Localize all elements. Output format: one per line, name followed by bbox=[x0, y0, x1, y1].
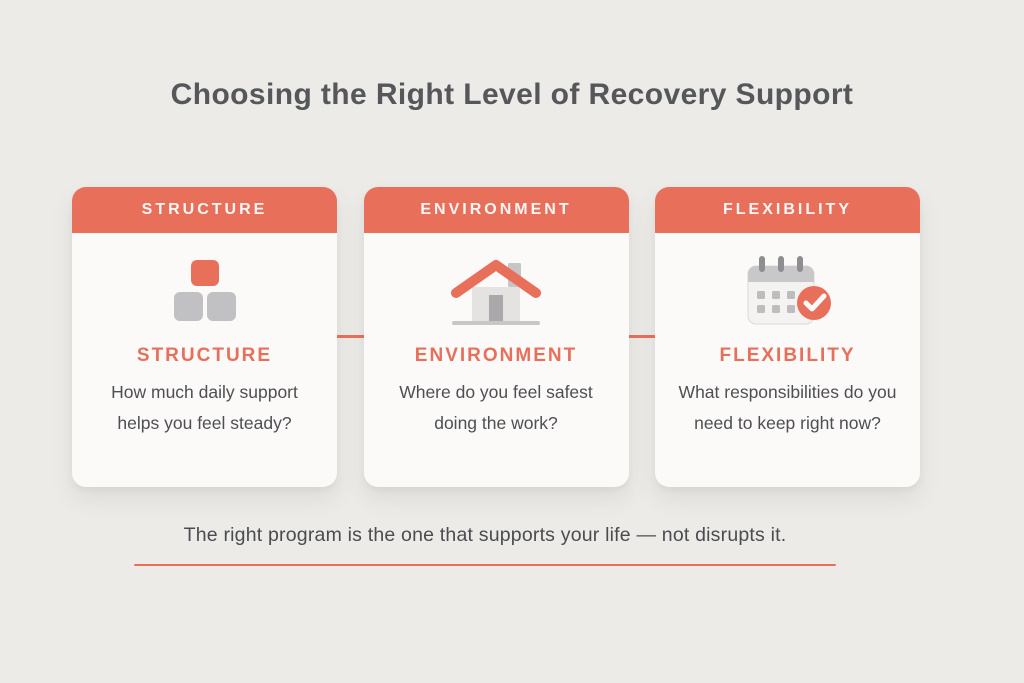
card-flexibility-header-label: FLEXIBILITY bbox=[723, 201, 852, 218]
card-structure-header: STRUCTURE bbox=[72, 187, 337, 233]
card-environment-header: ENVIRONMENT bbox=[363, 187, 629, 233]
house-icon bbox=[444, 247, 548, 337]
card-structure-header-label: STRUCTURE bbox=[141, 201, 268, 218]
card-structure: STRUCTURE STRUCTURE How much daily suppo… bbox=[72, 187, 337, 487]
tagline-text: The right program is the one that suppor… bbox=[183, 524, 787, 546]
card-structure-title: STRUCTURE bbox=[136, 345, 273, 366]
card-flexibility: FLEXIBILITY bbox=[655, 187, 920, 487]
card-flexibility-title: FLEXIBILITY bbox=[719, 345, 856, 366]
tagline-underline bbox=[134, 564, 836, 566]
card-flexibility-header: FLEXIBILITY bbox=[655, 187, 920, 233]
tagline-block: The right program is the one that suppor… bbox=[0, 524, 970, 566]
cards-row: STRUCTURE STRUCTURE How much daily suppo… bbox=[72, 187, 920, 487]
page-title: Choosing the Right Level of Recovery Sup… bbox=[170, 78, 854, 111]
blocks-icon bbox=[164, 247, 246, 337]
calendar-check-icon bbox=[740, 247, 836, 337]
card-environment: ENVIRONMENT ENVIRONMENT Where do you fee… bbox=[363, 187, 629, 487]
card-environment-question: Where do you feel safest doing the work? bbox=[399, 382, 593, 433]
card-flexibility-question: What responsibilities do you need to kee… bbox=[678, 382, 897, 433]
card-environment-header-label: ENVIRONMENT bbox=[420, 201, 572, 218]
card-structure-question: How much daily support helps you feel st… bbox=[111, 382, 298, 433]
card-environment-title: ENVIRONMENT bbox=[414, 345, 578, 366]
